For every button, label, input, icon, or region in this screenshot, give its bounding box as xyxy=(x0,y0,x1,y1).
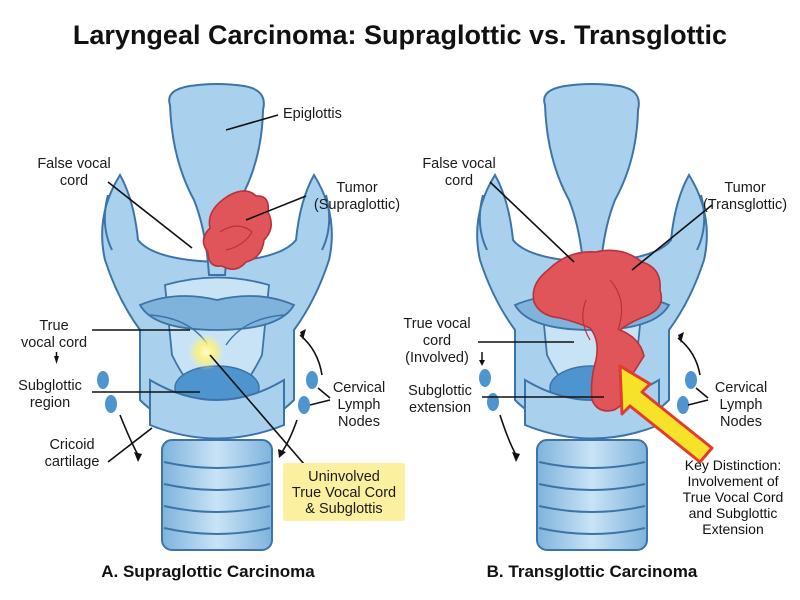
panel-a-tumor-supraglottic xyxy=(202,190,272,270)
label-lymph-nodes-b: Cervical xyxy=(715,380,767,396)
label-subglottic-region: region xyxy=(30,395,70,411)
panel-b-lymph-node xyxy=(677,396,689,414)
callout-line: & Subglottis xyxy=(305,501,382,517)
arrow-down-icon xyxy=(479,360,485,366)
label-false-vocal-cord-a: False vocal xyxy=(37,156,110,172)
label-lymph-nodes-b: Nodes xyxy=(720,414,762,430)
label-subglottic-extension: extension xyxy=(409,400,471,416)
panel-b-trachea xyxy=(536,439,648,551)
label-tumor-a: (Supraglottic) xyxy=(314,197,400,213)
label-true-vocal-cord-a: True xyxy=(39,318,68,334)
key-distinction-line: Involvement of xyxy=(687,473,778,489)
panel-b-lymph-node xyxy=(487,393,499,411)
panel-a-epiglottis xyxy=(168,83,265,276)
panel-a-lymph-node xyxy=(97,371,109,389)
label-epiglottis: Epiglottis xyxy=(283,106,342,122)
key-distinction-line: Extension xyxy=(702,521,763,537)
key-distinction-line: True Vocal Cord xyxy=(683,489,784,505)
panel-a-lymph-arrow xyxy=(119,414,139,456)
key-distinction-line: and Subglottic xyxy=(689,505,778,521)
label-false-vocal-cord-a: cord xyxy=(60,173,88,189)
label-false-vocal-cord-b: cord xyxy=(445,173,473,189)
label-lymph-nodes-b: Lymph xyxy=(720,397,763,413)
label-cricoid-cartilage: Cricoid xyxy=(49,437,94,453)
panel-a-trachea xyxy=(161,439,273,551)
label-true-vocal-cord-b: (Involved) xyxy=(405,350,469,366)
label-true-vocal-cord-a: vocal cord xyxy=(21,335,87,351)
panel-a-lymph-node xyxy=(298,396,310,414)
caption-panel-b: B. Transglottic Carcinoma xyxy=(487,562,698,581)
panel-a-larynx xyxy=(97,83,333,551)
panel-a-lymph-node xyxy=(306,371,318,389)
uninvolved-callout: Uninvolved True Vocal Cord & Subglottis xyxy=(283,463,405,521)
label-lymph-nodes-a: Cervical xyxy=(333,380,385,396)
key-distinction-line: Key Distinction: xyxy=(685,457,781,473)
panel-a-leader-lines xyxy=(92,114,307,465)
label-cricoid-cartilage: cartilage xyxy=(45,454,100,470)
callout-line: True Vocal Cord xyxy=(292,485,396,501)
callout-line: Uninvolved xyxy=(308,469,380,485)
label-lymph-nodes-a: Nodes xyxy=(338,414,380,430)
label-subglottic-extension: Subglottic xyxy=(408,383,472,399)
label-false-vocal-cord-b: False vocal xyxy=(422,156,495,172)
key-distinction-arrow xyxy=(618,364,714,464)
panel-b-leader-lines xyxy=(478,181,713,406)
panel-a-lymph-arrow xyxy=(299,334,323,376)
panel-b-larynx xyxy=(476,83,714,551)
caption-panel-a: A. Supraglottic Carcinoma xyxy=(101,562,315,581)
panel-b-lymph-node xyxy=(479,369,491,387)
panel-b-lymph-node xyxy=(685,371,697,389)
label-lymph-nodes-a: Lymph xyxy=(338,397,381,413)
diagram-title: Laryngeal Carcinoma: Supraglottic vs. Tr… xyxy=(73,20,727,50)
key-distinction-note: Key Distinction: Involvement of True Voc… xyxy=(683,457,784,537)
panel-a-cricoid-cartilage xyxy=(149,378,285,440)
label-subglottic-region: Subglottic xyxy=(18,378,82,394)
label-true-vocal-cord-b: True vocal xyxy=(403,316,470,332)
label-tumor-a: Tumor xyxy=(336,180,378,196)
label-true-vocal-cord-b: cord xyxy=(423,333,451,349)
panel-a-lymph-node xyxy=(105,395,117,413)
label-tumor-b: (Transglottic) xyxy=(703,197,787,213)
label-tumor-b: Tumor xyxy=(724,180,766,196)
panel-b-epiglottis xyxy=(543,83,640,276)
